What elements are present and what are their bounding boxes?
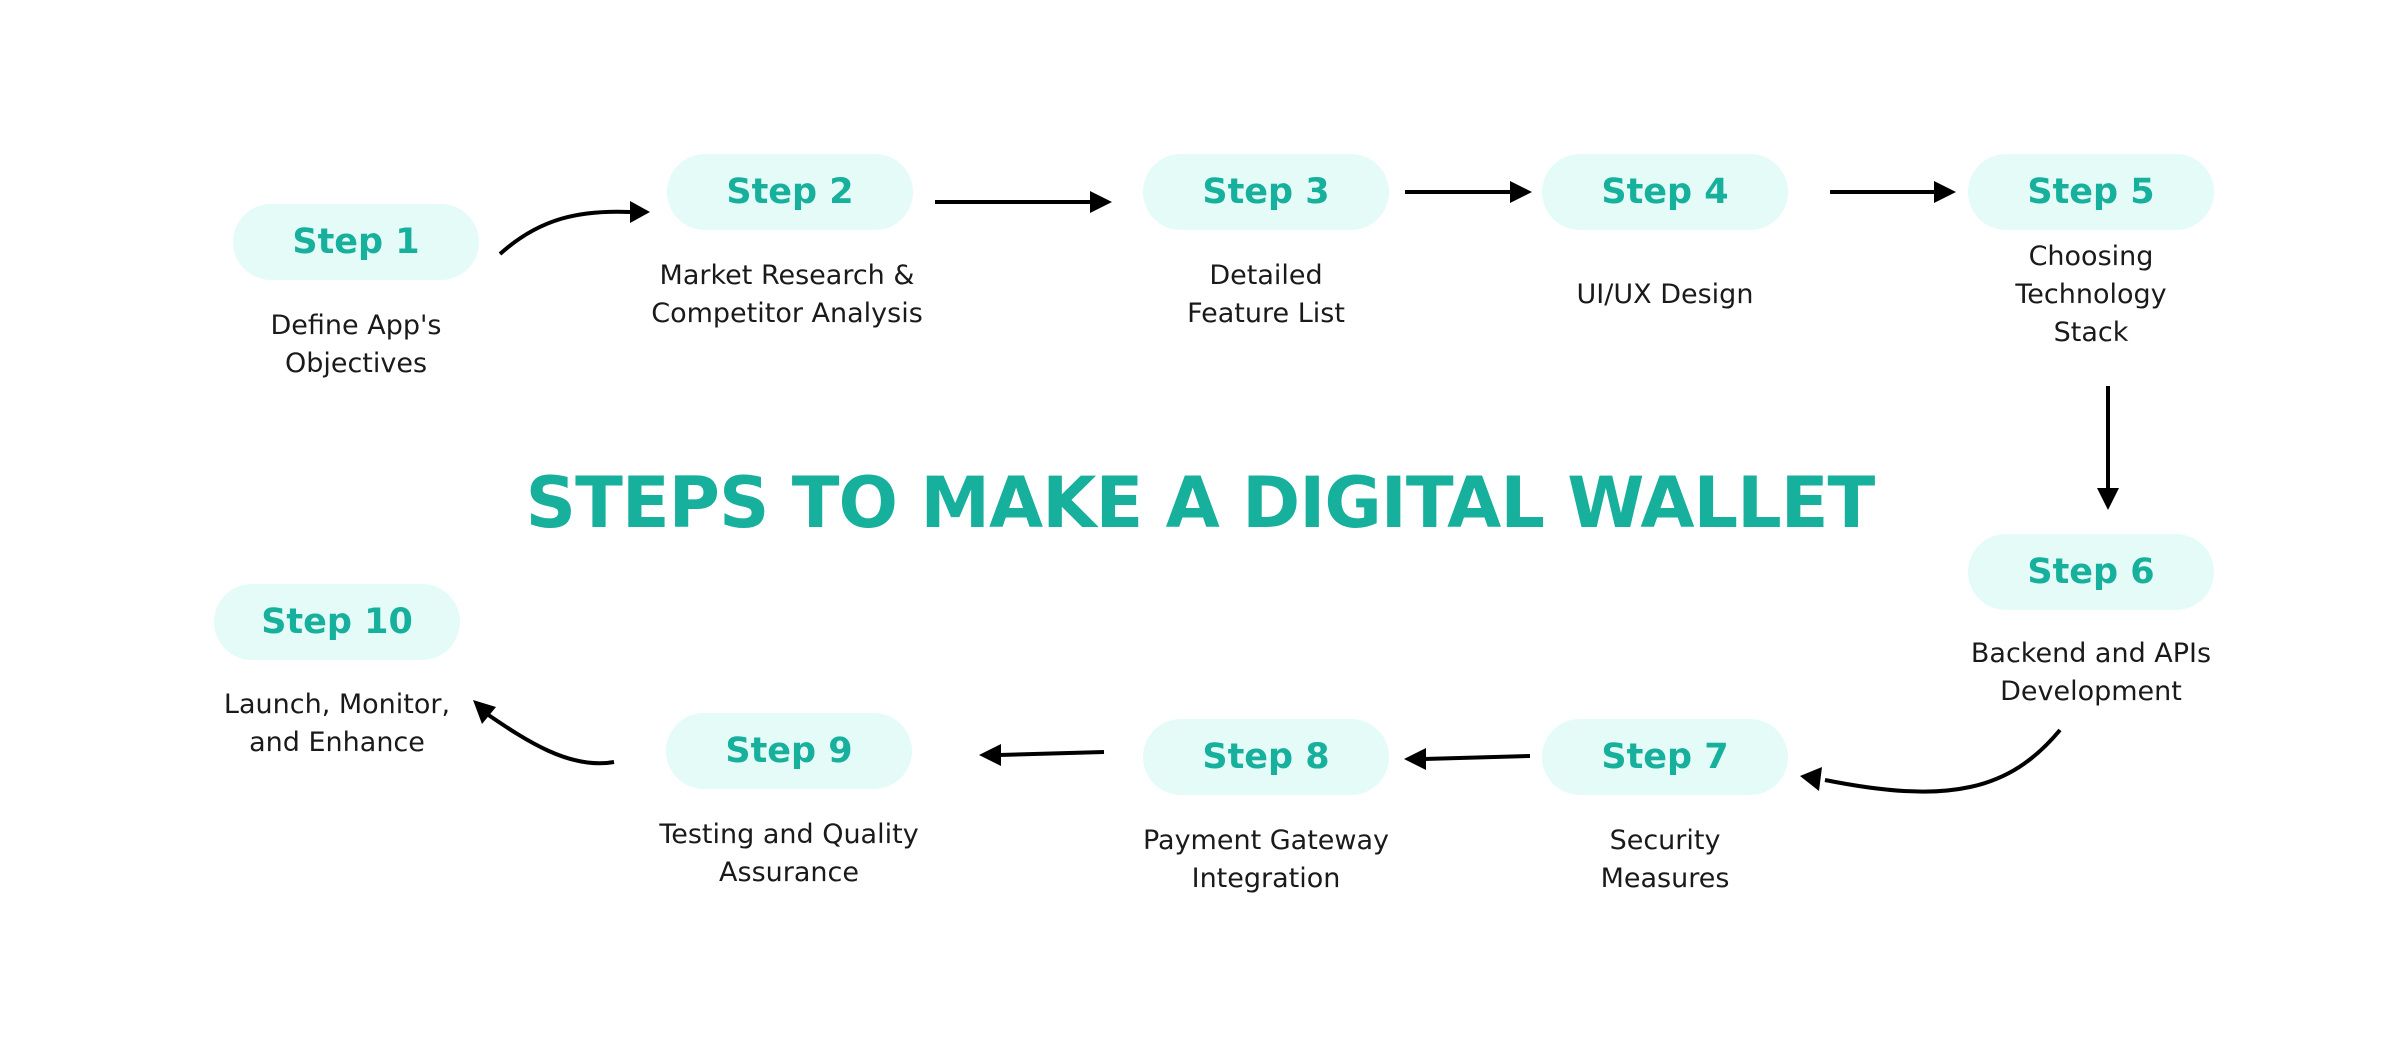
step-5-badge: Step 5 bbox=[1968, 154, 2214, 230]
step-3-badge: Step 3 bbox=[1143, 154, 1389, 230]
arrowhead-step9-to-step10 bbox=[473, 700, 496, 724]
step-2-description: Market Research & Competitor Analysis bbox=[651, 260, 923, 329]
step-7-badge: Step 7 bbox=[1542, 719, 1788, 795]
step-10-badge: Step 10 bbox=[214, 584, 460, 660]
arrowhead-step2-to-step3 bbox=[1090, 191, 1112, 213]
step-1-badge: Step 1 bbox=[233, 204, 479, 280]
arrowhead-step6-to-step7 bbox=[1800, 767, 1822, 791]
arrowhead-step4-to-step5 bbox=[1934, 181, 1956, 203]
diagram-title: STEPS TO MAKE A DIGITAL WALLET bbox=[525, 462, 1876, 544]
arrowhead-step1-to-step2 bbox=[630, 201, 650, 223]
step-9-description: Testing and Quality Assurance bbox=[659, 819, 919, 888]
step-4-description: UI/UX Design bbox=[1576, 279, 1754, 310]
step-9-badge: Step 9 bbox=[666, 713, 912, 789]
step-8-description: Payment Gateway Integration bbox=[1142, 825, 1390, 894]
step-1-description: Define App's Objectives bbox=[270, 310, 442, 379]
arrow-step7-to-step8 bbox=[1423, 754, 1531, 761]
step-3-description: Detailed Feature List bbox=[1187, 260, 1345, 329]
step-5-description: Choosing Technology Stack bbox=[2015, 241, 2167, 348]
arrowhead-step5-to-step6 bbox=[2097, 488, 2119, 510]
step-10-description: Launch, Monitor, and Enhance bbox=[223, 689, 451, 758]
step-7-description: Security Measures bbox=[1600, 825, 1730, 894]
arrowhead-step7-to-step8 bbox=[1404, 748, 1426, 770]
arrow-step8-to-step9 bbox=[998, 750, 1105, 757]
step-6-description: Backend and APIs Development bbox=[1970, 638, 2212, 707]
arrow-step1-to-step2 bbox=[498, 209, 631, 256]
step-4-badge: Step 4 bbox=[1542, 154, 1788, 230]
step-2-badge: Step 2 bbox=[667, 154, 913, 230]
step-8-badge: Step 8 bbox=[1143, 719, 1389, 795]
arrowhead-step3-to-step4 bbox=[1510, 181, 1532, 203]
arrow-step6-to-step7 bbox=[1824, 728, 2062, 794]
arrowhead-step8-to-step9 bbox=[979, 744, 1001, 766]
step-6-badge: Step 6 bbox=[1968, 534, 2214, 610]
arrow-step9-to-step10 bbox=[485, 712, 615, 766]
